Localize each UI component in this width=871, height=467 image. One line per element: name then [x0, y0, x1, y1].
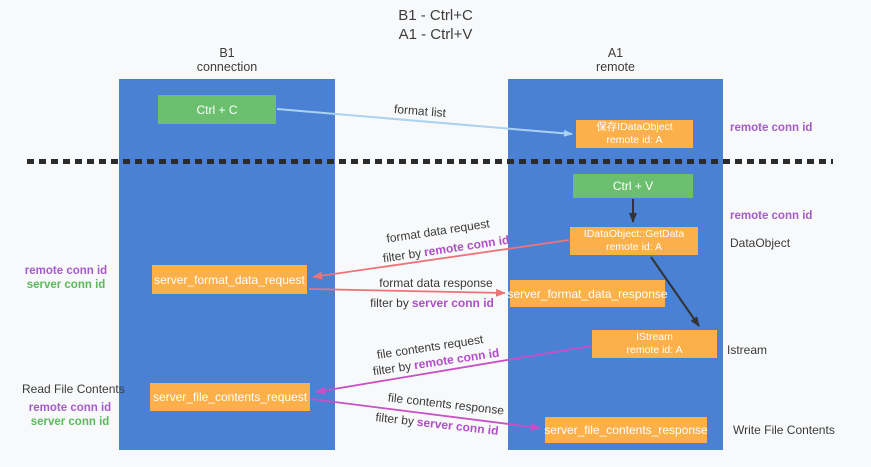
title-line-2: A1 - Ctrl+V — [398, 26, 473, 43]
save-idataobject-line1: 保存IDataObject — [596, 121, 673, 133]
title-line-1: B1 - Ctrl+C — [398, 7, 473, 24]
left-conn-id-stack: remote conn id server conn id — [24, 264, 108, 292]
connection-boundary-dashed-line — [27, 159, 833, 164]
server-format-data-request-box: server_format_data_request — [152, 265, 307, 294]
diagram-title: B1 - Ctrl+C A1 - Ctrl+V — [0, 6, 871, 44]
lane-b1-role: connection — [196, 60, 258, 74]
format-data-response-arrow — [308, 288, 506, 297]
format-data-request-arrow — [312, 239, 570, 280]
server-format-data-response-box: server_format_data_response — [507, 280, 668, 307]
idataobject-getdata-line2: remote id: A — [605, 241, 662, 253]
istream-line2: remote id: A — [626, 344, 683, 356]
istream-side-label: Istream — [727, 343, 768, 357]
filter-by-text: filter by — [370, 296, 409, 310]
read-file-contents-label: Read File Contents — [22, 382, 125, 396]
left-server-conn-id-label: server conn id — [26, 279, 106, 291]
read-file-contents-stack: Read File Contents remote conn id server… — [22, 382, 125, 429]
lane-b1-name: B1 — [219, 46, 235, 60]
idataobject-getdata-box: IDataObject::GetData remote id: A — [570, 227, 698, 255]
format-list-arrow — [276, 108, 573, 137]
bottom-server-conn-id-label: server conn id — [30, 416, 110, 428]
server-file-contents-request-box: server_file_contents_request — [150, 383, 310, 411]
getdata-to-istream-arrow — [650, 256, 700, 327]
save-idataobject-box: 保存IDataObject remote id: A — [576, 120, 693, 148]
write-file-contents-label: Write File Contents — [733, 423, 835, 437]
dataobject-label: DataObject — [730, 236, 791, 250]
server-format-data-response-label: server_format_data_response — [507, 286, 668, 301]
remote-conn-id-label-top: remote conn id — [730, 122, 813, 134]
ctrl-c-box: Ctrl + C — [158, 95, 276, 124]
format-data-response-label: format data response — [379, 276, 493, 290]
lane-a1-name: A1 — [607, 46, 624, 60]
file-contents-response-arrow — [310, 398, 541, 431]
ctrl-v-label: Ctrl + V — [612, 179, 654, 193]
lane-a1-role: remote — [596, 60, 635, 74]
save-idataobject-line2: remote id: A — [606, 134, 663, 146]
server-conn-id-highlight: server conn id — [411, 296, 494, 310]
bottom-remote-conn-id-label: remote conn id — [28, 402, 112, 414]
file-contents-request-arrow — [315, 345, 592, 395]
server-file-contents-response-label: server_file_contents_response — [544, 423, 708, 437]
idataobject-getdata-line1: IDataObject::GetData — [583, 228, 685, 240]
remote-conn-id-label-mid: remote conn id — [730, 210, 813, 222]
server-format-data-request-label: server_format_data_request — [154, 272, 305, 287]
server-file-contents-request-label: server_file_contents_request — [152, 390, 308, 404]
istream-line1: IStream — [636, 331, 673, 343]
ctrl-c-label: Ctrl + C — [196, 102, 238, 117]
server-file-contents-response-box: server_file_contents_response — [544, 417, 708, 443]
istream-box: IStream remote id: A — [592, 330, 717, 358]
lane-header-b1: B1 connection — [119, 46, 335, 74]
ctrl-v-box: Ctrl + V — [573, 174, 693, 198]
lane-header-a1: A1 remote — [508, 46, 723, 74]
left-remote-conn-id-label: remote conn id — [24, 265, 108, 277]
